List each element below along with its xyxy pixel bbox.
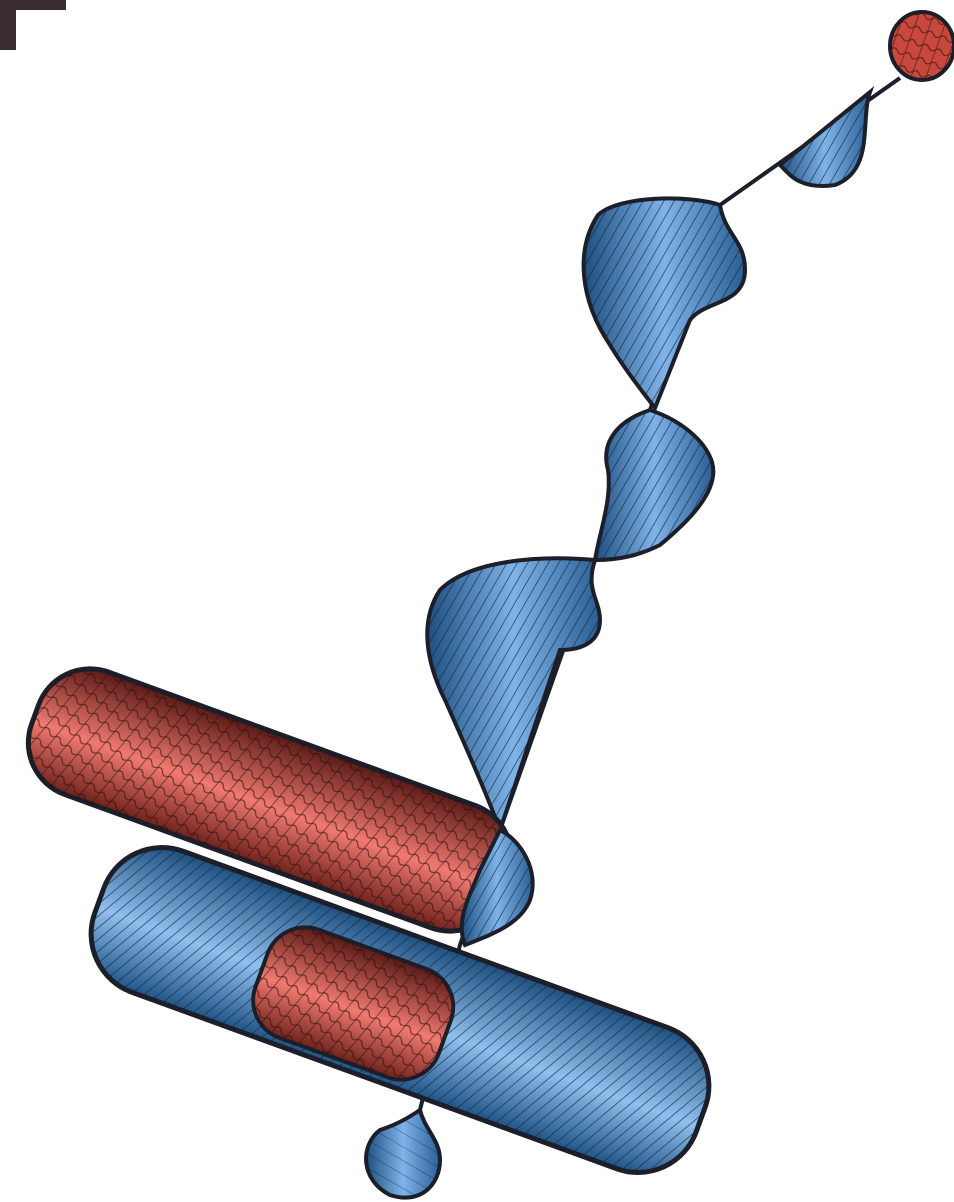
upper-small-blue-lobe xyxy=(780,92,870,186)
middle-blue-lobe xyxy=(595,410,713,560)
corner-photo-fragment xyxy=(0,0,66,50)
bottom-blue-lobe xyxy=(366,1110,440,1198)
lower-blue-wave-lobe xyxy=(427,558,600,830)
upper-blue-wave-lobe xyxy=(584,198,745,408)
top-red-lobe xyxy=(890,12,954,80)
